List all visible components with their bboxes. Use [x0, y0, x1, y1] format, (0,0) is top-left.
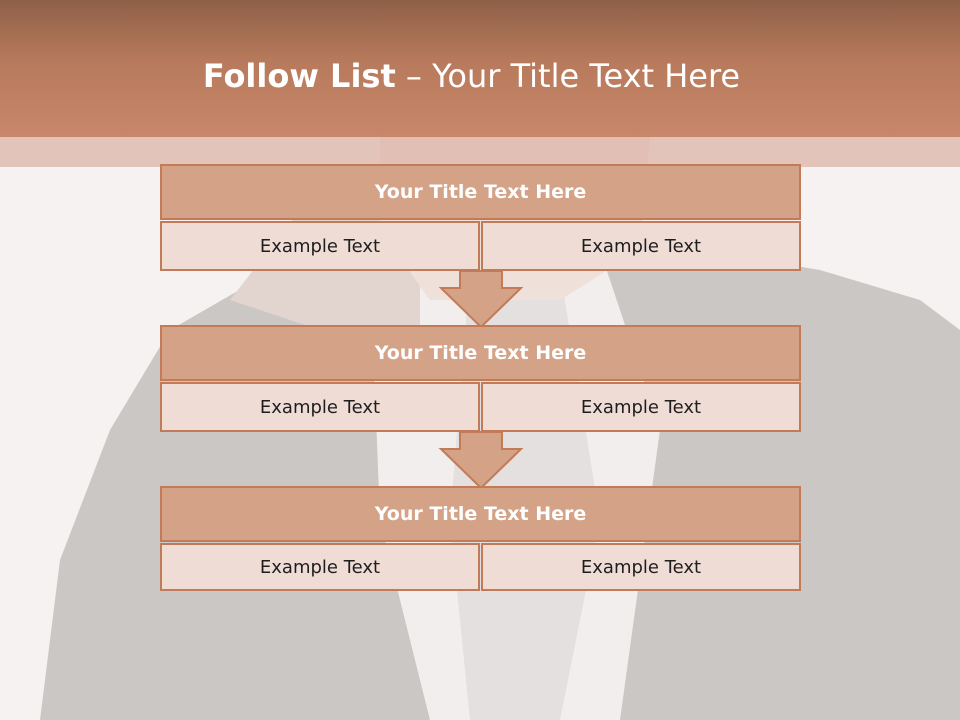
- step-cell-right[interactable]: Example Text: [481, 382, 801, 432]
- step-row: Example Text Example Text: [160, 221, 801, 271]
- down-arrow-icon: [438, 270, 524, 329]
- step-block-1: Your Title Text Here Example Text Exampl…: [160, 164, 801, 271]
- step-row: Example Text Example Text: [160, 382, 801, 432]
- step-cell-left[interactable]: Example Text: [160, 382, 480, 432]
- step-cell-left[interactable]: Example Text: [160, 221, 480, 271]
- step-title[interactable]: Your Title Text Here: [160, 325, 801, 381]
- step-block-2: Your Title Text Here Example Text Exampl…: [160, 325, 801, 432]
- step-cell-right[interactable]: Example Text: [481, 221, 801, 271]
- slide-title: Follow List – Your Title Text Here: [0, 56, 943, 96]
- step-cell-right[interactable]: Example Text: [481, 543, 801, 591]
- down-arrow-icon: [438, 431, 524, 490]
- step-block-3: Your Title Text Here Example Text Exampl…: [160, 486, 801, 591]
- slide-title-rest: – Your Title Text Here: [395, 57, 741, 95]
- header-band: [0, 0, 960, 137]
- step-row: Example Text Example Text: [160, 543, 801, 591]
- step-title[interactable]: Your Title Text Here: [160, 164, 801, 220]
- header-stripe: [0, 137, 960, 167]
- step-title[interactable]: Your Title Text Here: [160, 486, 801, 542]
- step-cell-left[interactable]: Example Text: [160, 543, 480, 591]
- slide-title-bold: Follow List: [202, 57, 396, 95]
